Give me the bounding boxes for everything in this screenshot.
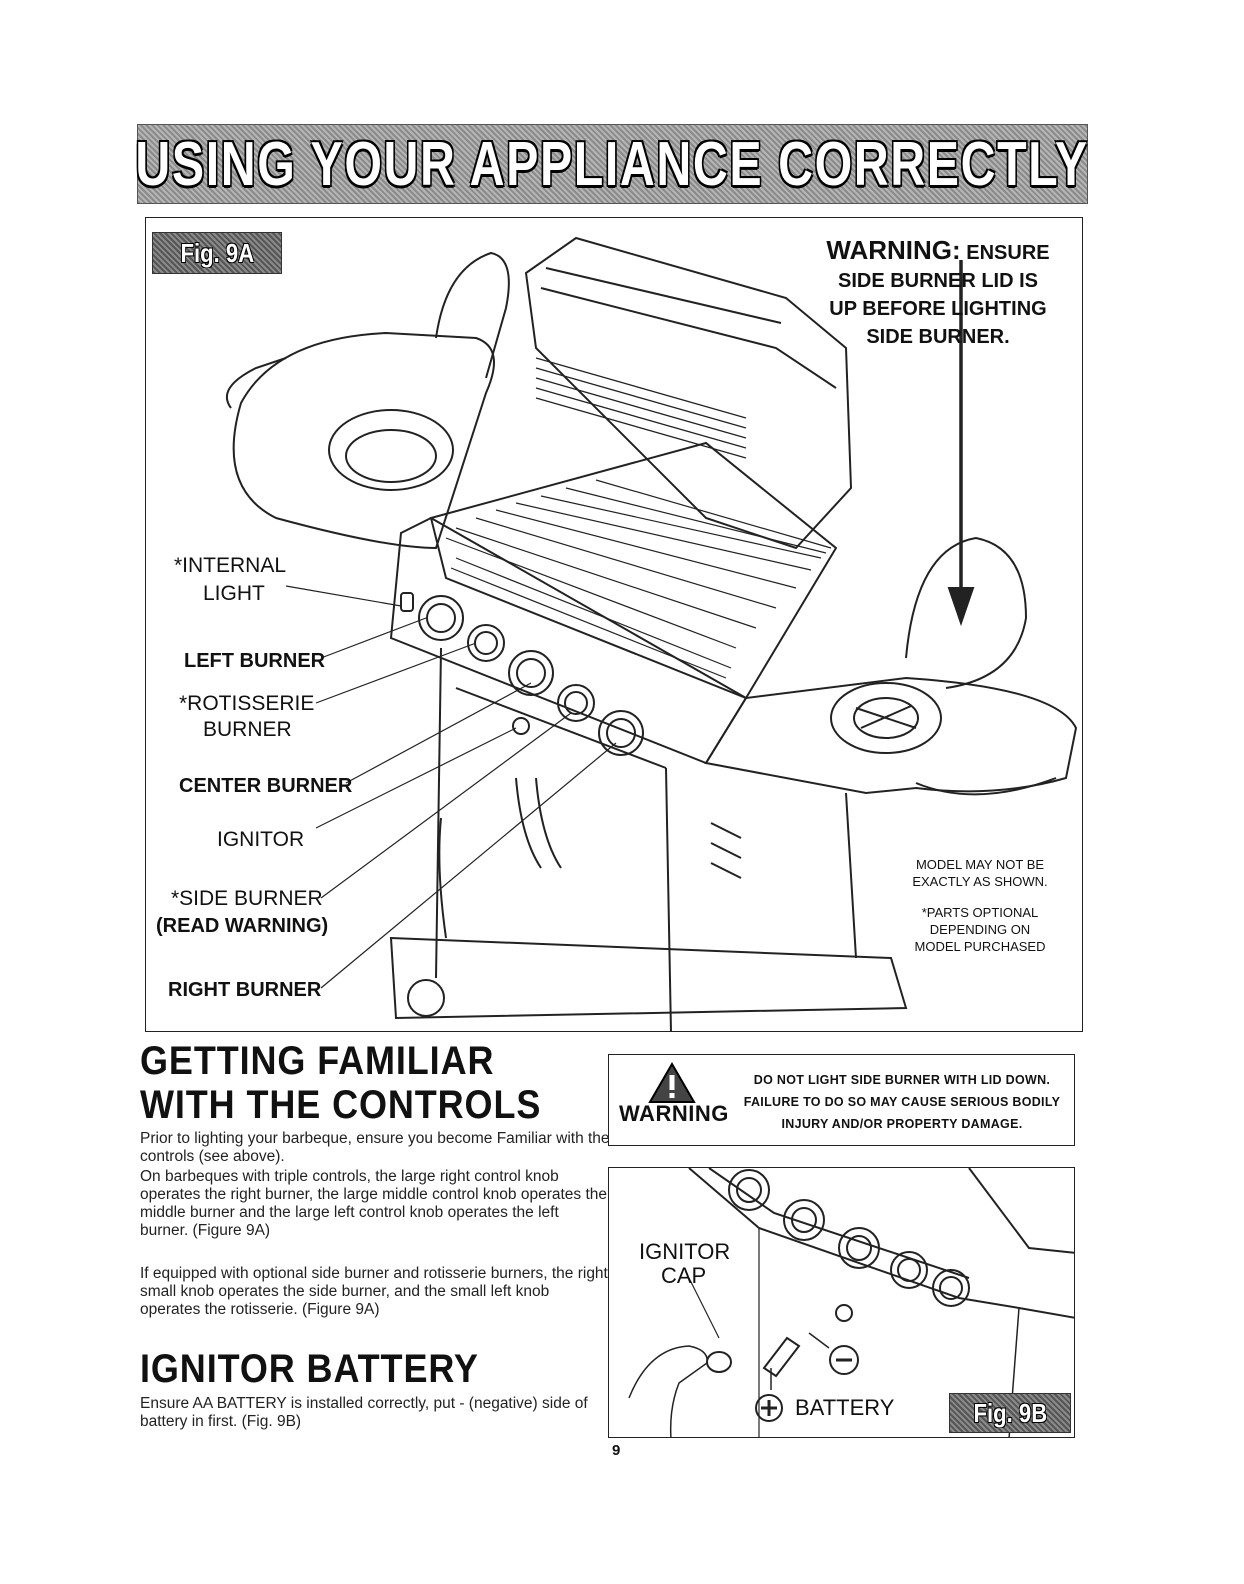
right-side-shelf xyxy=(704,676,1078,795)
left-burner-lid xyxy=(435,251,510,379)
model-notes: MODEL MAY NOT BE EXACTLY AS SHOWN. *PART… xyxy=(905,856,1055,955)
knob-center xyxy=(508,650,554,696)
knob-small-right xyxy=(557,684,595,722)
model-note-1: MODEL MAY NOT BE xyxy=(915,857,1045,872)
figure-9b-tag: Fig. 9B xyxy=(949,1393,1071,1433)
label-side-burner: *SIDE BURNER xyxy=(171,887,323,910)
battery-illustration xyxy=(628,1168,1074,1437)
label-rotisserie-1: *ROTISSERIE xyxy=(179,692,315,715)
warning-triangle-icon xyxy=(648,1062,696,1103)
warning-line-3: UP BEFORE LIGHTING xyxy=(829,298,1047,320)
leader-rotisserie xyxy=(315,642,477,704)
cabinet xyxy=(435,647,857,1031)
hand xyxy=(628,1345,708,1437)
knob-3 xyxy=(838,1227,880,1269)
ignitor-cap xyxy=(706,1351,732,1373)
grill-illustration xyxy=(225,236,1078,1031)
side-burner-warning: WARNING: ENSURE SIDE BURNER LID IS UP BE… xyxy=(820,236,1056,351)
lid-warning-box: WARNING DO NOT LIGHT SIDE BURNER WITH LI… xyxy=(608,1054,1075,1146)
knob-small-left xyxy=(467,624,505,662)
label-right-burner: RIGHT BURNER xyxy=(168,979,322,1001)
knob-right xyxy=(598,710,644,756)
label-battery: BATTERY xyxy=(795,1395,895,1420)
controls-para-3: If equipped with optional side burner an… xyxy=(140,1265,608,1318)
leader-center-burner xyxy=(345,682,532,784)
label-internal-light-1: *INTERNAL xyxy=(174,554,287,577)
knob-left xyxy=(418,595,464,641)
knob-5 xyxy=(932,1269,970,1307)
warning-box-line-2: FAILURE TO DO SO MAY CAUSE SERIOUS BODIL… xyxy=(743,1095,1061,1109)
page-banner: USING YOUR APPLIANCE CORRECTLY xyxy=(135,124,1090,204)
ignitor-button xyxy=(512,717,530,735)
warning-line-4: SIDE BURNER. xyxy=(866,326,1010,348)
label-center-burner: CENTER BURNER xyxy=(179,775,353,797)
label-rotisserie-2: BURNER xyxy=(203,718,292,741)
label-left-burner: LEFT BURNER xyxy=(184,650,326,672)
leader-right-burner xyxy=(320,742,617,989)
battery-cell xyxy=(762,1336,801,1378)
negative-terminal-icon xyxy=(829,1345,859,1375)
label-ignitor: IGNITOR xyxy=(217,828,305,851)
figure-9b: IGNITOR CAP BATTERY Fig. 9B xyxy=(608,1167,1075,1438)
label-internal-light-2: LIGHT xyxy=(203,582,265,605)
parts-note-1: *PARTS OPTIONAL xyxy=(921,905,1039,920)
controls-para-2: On barbeques with triple controls, the l… xyxy=(140,1168,608,1239)
grill-hood xyxy=(524,236,853,550)
internal-light-switch xyxy=(400,592,414,612)
cabinet-door-left xyxy=(515,777,542,869)
warning-box-text: DO NOT LIGHT SIDE BURNER WITH LID DOWN. … xyxy=(737,1069,1067,1135)
knob-1 xyxy=(728,1169,770,1211)
controls-para-1: Prior to lighting your barbeque, ensure … xyxy=(140,1130,610,1165)
page-number: 9 xyxy=(612,1442,621,1459)
left-side-shelf xyxy=(232,331,495,550)
caster-wheel xyxy=(407,979,445,1017)
parts-note-3: MODEL PURCHASED xyxy=(914,939,1046,954)
leader-side-burner xyxy=(320,712,572,899)
figure-9a: Fig. 9A *INTERNAL LIGHT LEFT BURNER *ROT… xyxy=(145,217,1083,1032)
label-ignitor-cap-1: IGNITOR xyxy=(639,1239,731,1264)
positive-terminal-icon xyxy=(755,1394,783,1422)
parts-note-2: DEPENDING ON xyxy=(929,922,1031,937)
left-shelf-bowl xyxy=(328,409,454,491)
leader-ignitor-cap xyxy=(688,1277,720,1339)
heading-getting-familiar: GETTING FAMILIAR xyxy=(140,1039,495,1083)
ignitor-socket xyxy=(835,1304,853,1322)
heading-with-the-controls: WITH THE CONTROLS xyxy=(140,1083,542,1127)
heading-ignitor-battery: IGNITOR BATTERY xyxy=(140,1347,479,1391)
knob-2 xyxy=(783,1199,825,1241)
banner-title: USING YOUR APPLIANCE CORRECTLY xyxy=(135,129,1090,199)
figure-9a-tag: Fig. 9A xyxy=(152,232,282,274)
battery-para: Ensure AA BATTERY is installed correctly… xyxy=(140,1395,588,1430)
leader-ignitor xyxy=(315,727,517,829)
grill-base xyxy=(389,936,908,1020)
label-read-warning: (READ WARNING) xyxy=(156,915,329,937)
side-burner xyxy=(830,682,942,754)
control-panel-edge xyxy=(688,1168,1074,1319)
warning-box-line-3: INJURY AND/OR PROPERTY DAMAGE. xyxy=(781,1117,1023,1131)
side-burner-lid xyxy=(905,536,1028,689)
leader-internal-light xyxy=(285,585,402,607)
warning-box-line-1: DO NOT LIGHT SIDE BURNER WITH LID DOWN. xyxy=(753,1073,1051,1087)
leader-left-burner xyxy=(320,617,427,659)
knob-4 xyxy=(890,1251,928,1289)
label-ignitor-cap-2: CAP xyxy=(661,1263,707,1288)
warning-line-1: ENSURE xyxy=(966,242,1050,264)
warning-box-label: WARNING xyxy=(619,1101,729,1126)
cooking-grate xyxy=(429,441,838,700)
model-note-2: EXACTLY AS SHOWN. xyxy=(912,874,1048,889)
warning-line-2: SIDE BURNER LID IS xyxy=(837,270,1039,292)
warning-lead: WARNING: xyxy=(826,235,961,265)
